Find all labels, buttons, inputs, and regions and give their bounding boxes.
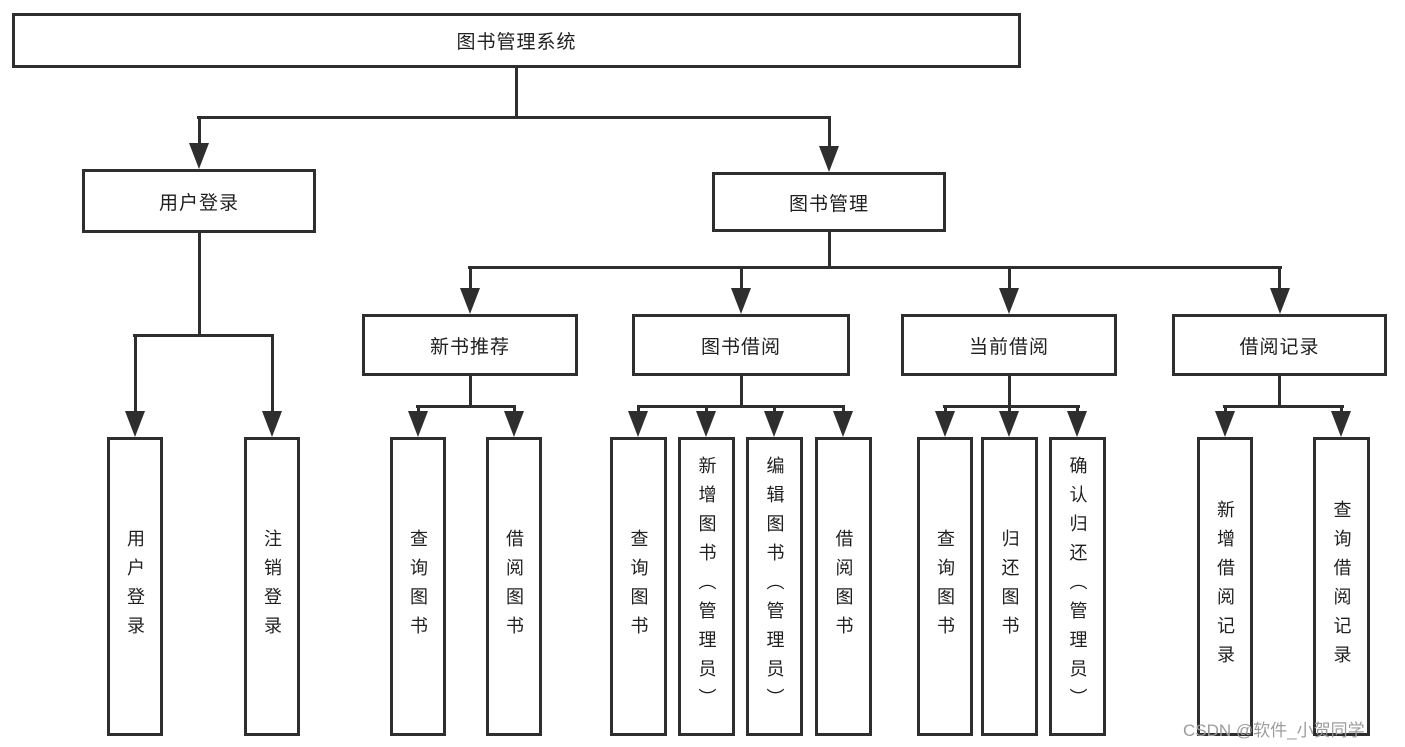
connector-line	[1278, 266, 1281, 290]
watermark: CSDN @软件_小贺同学	[1183, 721, 1365, 740]
connector-line	[271, 334, 274, 412]
connector-line	[198, 116, 201, 144]
node-leaf-borrow-books-recommend: 借阅图书	[486, 437, 542, 736]
connector-line	[1224, 405, 1227, 412]
node-current-borrowing-label: 当前借阅	[968, 336, 1049, 358]
connector-arrow	[189, 143, 209, 169]
node-book-management: 图书管理	[712, 172, 946, 232]
node-current-borrowing: 当前借阅	[901, 314, 1117, 376]
node-leaf-query-books-current-label: 查询图书	[935, 528, 955, 645]
connector-arrow	[460, 288, 480, 314]
connector-line	[1008, 266, 1011, 290]
connector-line	[828, 116, 831, 147]
node-borrowing-records: 借阅记录	[1172, 314, 1387, 376]
connector-arrow	[262, 411, 282, 437]
node-root-label: 图书管理系统	[456, 32, 577, 53]
connector-arrow	[833, 411, 853, 437]
node-leaf-query-borrow-record-label: 查询借阅记录	[1331, 499, 1352, 674]
connector-line	[1008, 376, 1011, 408]
connector-line	[842, 405, 845, 412]
connector-line	[133, 334, 274, 337]
node-user-login-label: 用户登录	[158, 192, 239, 214]
connector-arrow	[819, 146, 839, 172]
connector-arrow	[1067, 411, 1087, 437]
connector-line	[416, 405, 516, 408]
connector-arrow	[408, 411, 428, 437]
node-book-borrowing-label: 图书借阅	[700, 336, 781, 358]
connector-line	[469, 266, 472, 290]
connector-line	[198, 233, 201, 336]
connector-line	[469, 376, 472, 408]
node-leaf-add-books-admin-label: 新增图书（管理员）	[696, 456, 717, 717]
connector-arrow	[1270, 288, 1290, 314]
node-leaf-return-books: 归还图书	[981, 437, 1038, 736]
node-leaf-query-books-recommend-label: 查询图书	[408, 528, 428, 645]
connector-line	[943, 405, 1080, 408]
node-leaf-add-books-admin: 新增图书（管理员）	[678, 437, 735, 736]
connector-line	[705, 405, 708, 412]
node-leaf-user-login-label: 用户登录	[125, 528, 145, 645]
node-leaf-user-login: 用户登录	[107, 437, 163, 736]
connector-line	[828, 232, 831, 269]
node-leaf-borrow-books-recommend-label: 借阅图书	[504, 528, 524, 645]
node-leaf-return-books-label: 归还图书	[999, 528, 1020, 645]
connector-arrow	[764, 411, 784, 437]
connector-arrow	[696, 411, 716, 437]
node-leaf-query-books-borrowing-label: 查询图书	[628, 528, 649, 645]
node-user-login: 用户登录	[82, 169, 316, 233]
connector-line	[1223, 405, 1344, 408]
connector-line	[944, 405, 947, 412]
node-leaf-edit-books-admin: 编辑图书（管理员）	[746, 437, 803, 736]
node-leaf-borrow-books-borrowing-label: 借阅图书	[833, 528, 854, 645]
connector-line	[1008, 405, 1011, 412]
connector-line	[740, 266, 743, 290]
connector-line	[515, 68, 518, 118]
node-leaf-confirm-return-admin: 确认归还（管理员）	[1049, 437, 1106, 736]
connector-line	[1340, 405, 1343, 412]
connector-arrow	[1215, 411, 1235, 437]
node-leaf-confirm-return-admin-label: 确认归还（管理员）	[1067, 456, 1088, 717]
node-new-book-recommend: 新书推荐	[362, 314, 578, 376]
connector-line	[197, 116, 831, 119]
node-new-book-recommend-label: 新书推荐	[429, 336, 510, 358]
connector-line	[513, 405, 516, 412]
node-leaf-add-borrow-record: 新增借阅记录	[1197, 437, 1253, 736]
node-leaf-query-books-recommend: 查询图书	[390, 437, 446, 736]
connector-arrow	[999, 411, 1019, 437]
connector-arrow	[628, 411, 648, 437]
connector-arrow	[504, 411, 524, 437]
connector-line	[1076, 405, 1079, 412]
connector-arrow	[1331, 411, 1351, 437]
node-book-borrowing: 图书借阅	[632, 314, 850, 376]
node-leaf-query-borrow-record: 查询借阅记录	[1313, 437, 1370, 736]
node-leaf-edit-books-admin-label: 编辑图书（管理员）	[764, 456, 785, 717]
connector-line	[134, 334, 137, 412]
connector-line	[468, 266, 1282, 269]
node-leaf-add-borrow-record-label: 新增借阅记录	[1215, 499, 1235, 674]
connector-line	[637, 405, 640, 412]
node-leaf-query-books-current: 查询图书	[917, 437, 973, 736]
connector-arrow	[731, 288, 751, 314]
node-leaf-logout-label: 注销登录	[262, 528, 282, 645]
connector-line	[637, 405, 845, 408]
node-leaf-borrow-books-borrowing: 借阅图书	[815, 437, 872, 736]
connector-arrow	[935, 411, 955, 437]
connector-line	[740, 376, 743, 408]
node-leaf-query-books-borrowing: 查询图书	[610, 437, 667, 736]
node-borrowing-records-label: 借阅记录	[1239, 336, 1320, 358]
node-book-management-label: 图书管理	[788, 193, 869, 215]
connector-line	[773, 405, 776, 412]
connector-arrow	[125, 411, 145, 437]
connector-line	[417, 405, 420, 412]
connector-arrow	[999, 288, 1019, 314]
node-root: 图书管理系统	[12, 13, 1021, 68]
connector-line	[1278, 376, 1281, 408]
node-leaf-logout: 注销登录	[244, 437, 300, 736]
